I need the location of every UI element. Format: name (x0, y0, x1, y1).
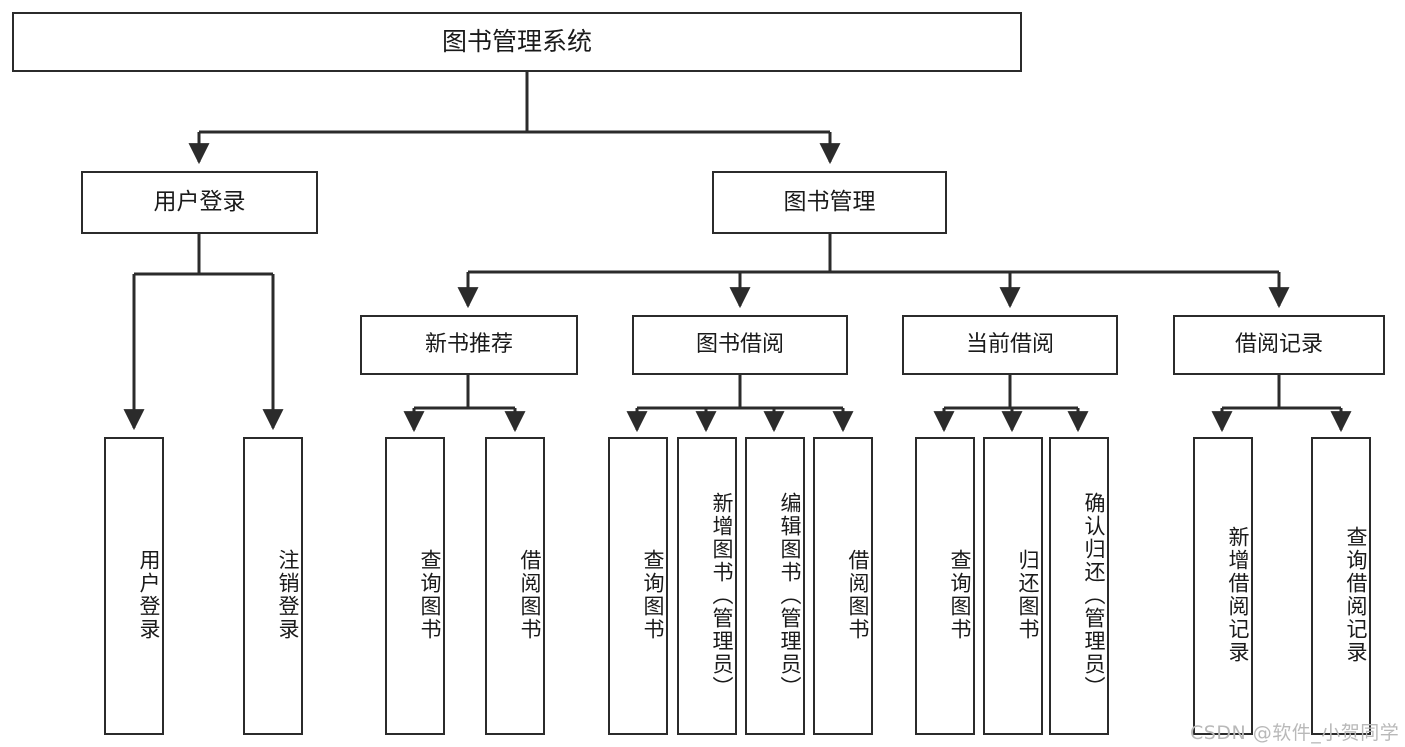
node-borrow-record[interactable]: 借阅记录 (1173, 315, 1385, 375)
node-leaf-query-record[interactable]: 查询借阅记录 (1311, 437, 1371, 735)
node-leaf-query-book-2-label: 查询图书 (641, 549, 665, 641)
node-book-manage-label: 图书管理 (783, 189, 876, 216)
node-leaf-add-record[interactable]: 新增借阅记录 (1193, 437, 1253, 735)
node-borrow-record-label: 借阅记录 (1234, 332, 1323, 358)
node-leaf-user-login-label: 用户登录 (137, 549, 161, 641)
node-root-label: 图书管理系统 (441, 27, 592, 57)
node-leaf-edit-book-label: 编辑图书（管理员） (778, 491, 802, 699)
node-leaf-borrow-book-1-label: 借阅图书 (518, 549, 542, 641)
node-current-borrow[interactable]: 当前借阅 (902, 315, 1118, 375)
node-leaf-borrow-book-2-label: 借阅图书 (846, 549, 870, 641)
node-leaf-query-book-2[interactable]: 查询图书 (608, 437, 668, 735)
node-user-login[interactable]: 用户登录 (81, 171, 318, 234)
node-leaf-confirm-return[interactable]: 确认归还（管理员） (1049, 437, 1109, 735)
node-leaf-add-record-label: 新增借阅记录 (1226, 526, 1250, 664)
node-book-borrow-label: 图书借阅 (695, 332, 784, 358)
node-book-manage[interactable]: 图书管理 (712, 171, 947, 234)
node-leaf-add-book-label: 新增图书（管理员） (710, 491, 734, 699)
node-leaf-return-book[interactable]: 归还图书 (983, 437, 1043, 735)
node-leaf-user-login[interactable]: 用户登录 (104, 437, 164, 735)
node-leaf-query-book-3-label: 查询图书 (948, 549, 972, 641)
node-leaf-return-book-label: 归还图书 (1016, 549, 1040, 641)
node-leaf-edit-book[interactable]: 编辑图书（管理员） (745, 437, 805, 735)
node-current-borrow-label: 当前借阅 (965, 332, 1054, 358)
node-root[interactable]: 图书管理系统 (12, 12, 1022, 72)
node-leaf-logout-label: 注销登录 (276, 549, 300, 641)
watermark: CSDN @软件_小贺同学 (1190, 722, 1400, 744)
node-book-borrow[interactable]: 图书借阅 (632, 315, 848, 375)
node-leaf-borrow-book-2[interactable]: 借阅图书 (813, 437, 873, 735)
node-leaf-confirm-return-label: 确认归还（管理员） (1082, 491, 1106, 699)
node-new-book-recommend-label: 新书推荐 (424, 332, 513, 358)
node-new-book-recommend[interactable]: 新书推荐 (360, 315, 578, 375)
node-leaf-add-book[interactable]: 新增图书（管理员） (677, 437, 737, 735)
node-leaf-logout[interactable]: 注销登录 (243, 437, 303, 735)
node-leaf-query-book-1-label: 查询图书 (418, 549, 442, 641)
node-leaf-query-record-label: 查询借阅记录 (1344, 526, 1368, 664)
node-leaf-query-book-3[interactable]: 查询图书 (915, 437, 975, 735)
node-leaf-borrow-book-1[interactable]: 借阅图书 (485, 437, 545, 735)
node-user-login-label: 用户登录 (153, 189, 246, 216)
node-leaf-query-book-1[interactable]: 查询图书 (385, 437, 445, 735)
